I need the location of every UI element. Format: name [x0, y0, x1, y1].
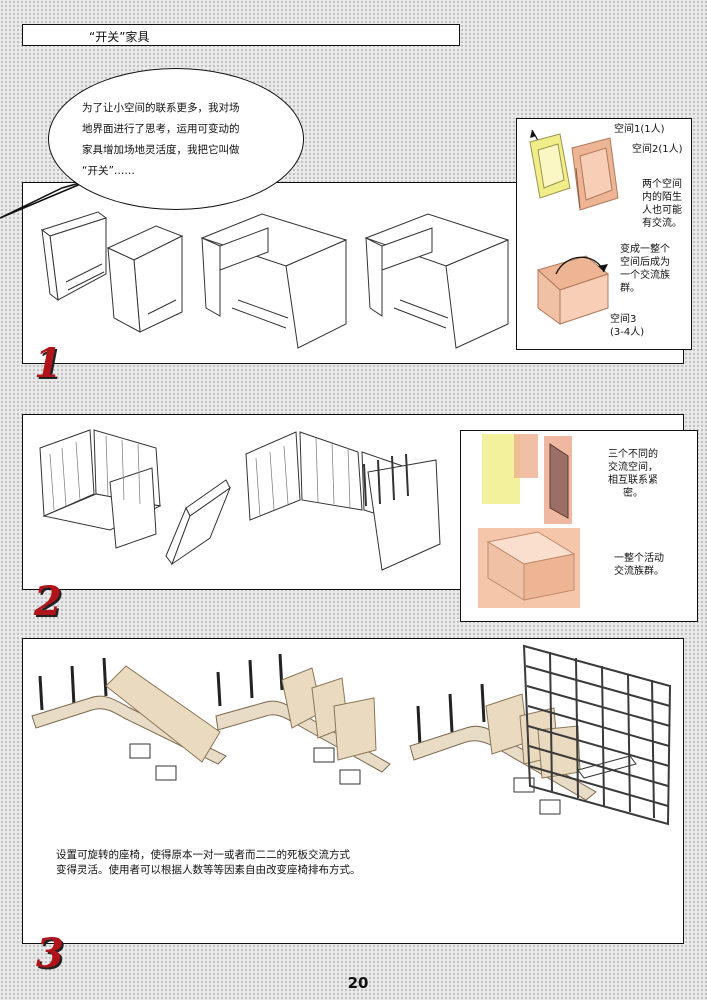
panel-3-seating-illustration [31, 644, 672, 826]
note-merge: 变成一整个 空间后成为 一个交流族 群。 [620, 244, 670, 294]
panel-3-number: 3 [36, 930, 64, 977]
space-1-2-diagram [529, 129, 619, 325]
title-bar: “开关”家具 [22, 24, 460, 46]
page-title: “开关”家具 [89, 30, 150, 44]
note-activity-group: 一整个活动 交流族群。 [614, 553, 664, 577]
three-spaces-diagram [478, 434, 580, 608]
bubble-text: 为了让小空间的联系更多，我对场 地界面进行了思考，运用可变动的 家具增加场地灵活… [82, 102, 240, 177]
panel-3-caption: 设置可旋转的座椅，使得原本一对一或者而二二的死板交流方式 变得灵活。使用者可以根… [56, 849, 361, 876]
panel-2-number: 2 [34, 578, 62, 625]
page-number: 20 [347, 974, 369, 992]
space-2-label: 空间2(1人) [632, 144, 683, 155]
speech-bubble [48, 68, 304, 210]
panel-2-furniture-illustration [39, 429, 441, 571]
space-1-label: 空间1(1人) [614, 124, 665, 135]
panel-1-number: 1 [34, 340, 62, 387]
note-three-spaces: 三个不同的 交流空间， 相互联系紧 密。 [608, 449, 658, 499]
note-strangers: 两个空间 内的陌生 人也可能 有交流。 [642, 179, 682, 229]
space-3-label: 空间3 (3-4人) [610, 314, 645, 338]
panel-1-furniture-illustration [40, 211, 510, 349]
